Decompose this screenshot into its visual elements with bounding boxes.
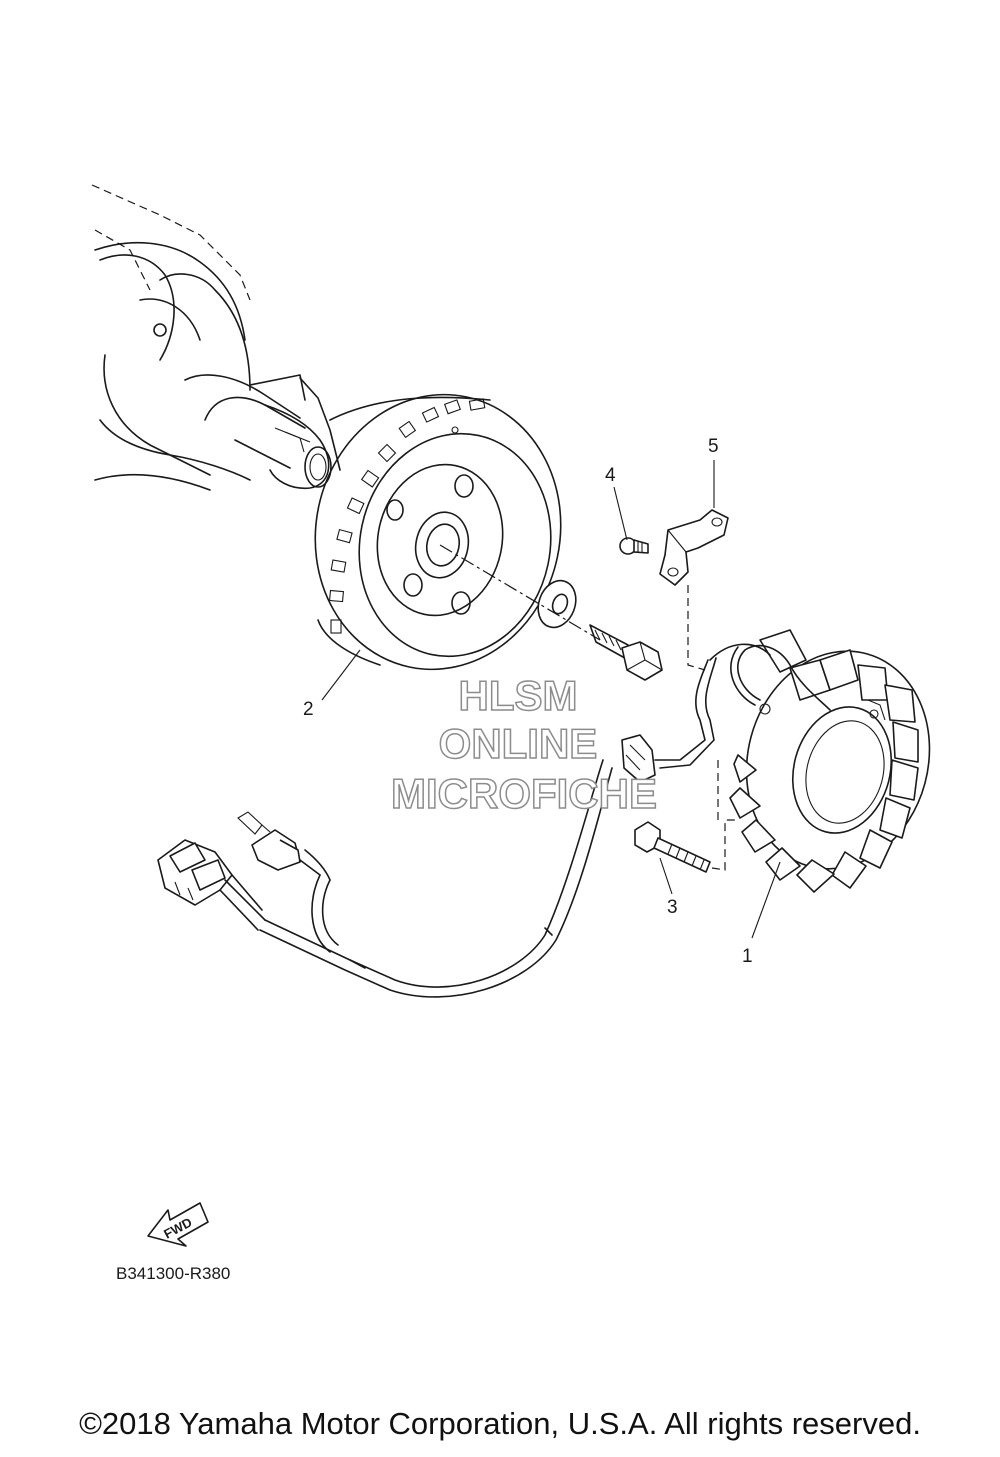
copyright-notice: ©2018 Yamaha Motor Corporation, U.S.A. A… xyxy=(79,1406,921,1441)
watermark-line-2: ONLINE xyxy=(439,720,598,767)
fwd-arrow-icon: FWD xyxy=(147,1202,209,1247)
callout-3: 3 xyxy=(667,897,678,918)
centerline xyxy=(439,544,601,641)
crankshaft-drawing xyxy=(91,184,341,491)
screw-drawing xyxy=(619,537,649,555)
diagram-code: B341300-R380 xyxy=(116,1264,230,1283)
watermark-line-1: HLSM xyxy=(459,672,578,719)
rotor-assembly xyxy=(314,393,562,671)
rotor-bolt-drawing xyxy=(589,624,663,681)
stator-drawing xyxy=(654,629,931,893)
stator-bolt-guide-line xyxy=(711,819,738,871)
bracket-drawing xyxy=(659,509,729,586)
callout-4: 4 xyxy=(605,465,616,486)
bracket-guide-line xyxy=(687,585,706,671)
leader-lines xyxy=(321,460,781,939)
callout-2: 2 xyxy=(303,699,314,720)
wire-harness-drawing xyxy=(157,734,656,998)
washer-drawing xyxy=(537,579,577,629)
callout-5: 5 xyxy=(708,436,719,457)
callout-1: 1 xyxy=(742,946,753,967)
watermark-line-3: MICROFICHE xyxy=(391,770,657,817)
stator-bolt-drawing xyxy=(634,821,711,873)
